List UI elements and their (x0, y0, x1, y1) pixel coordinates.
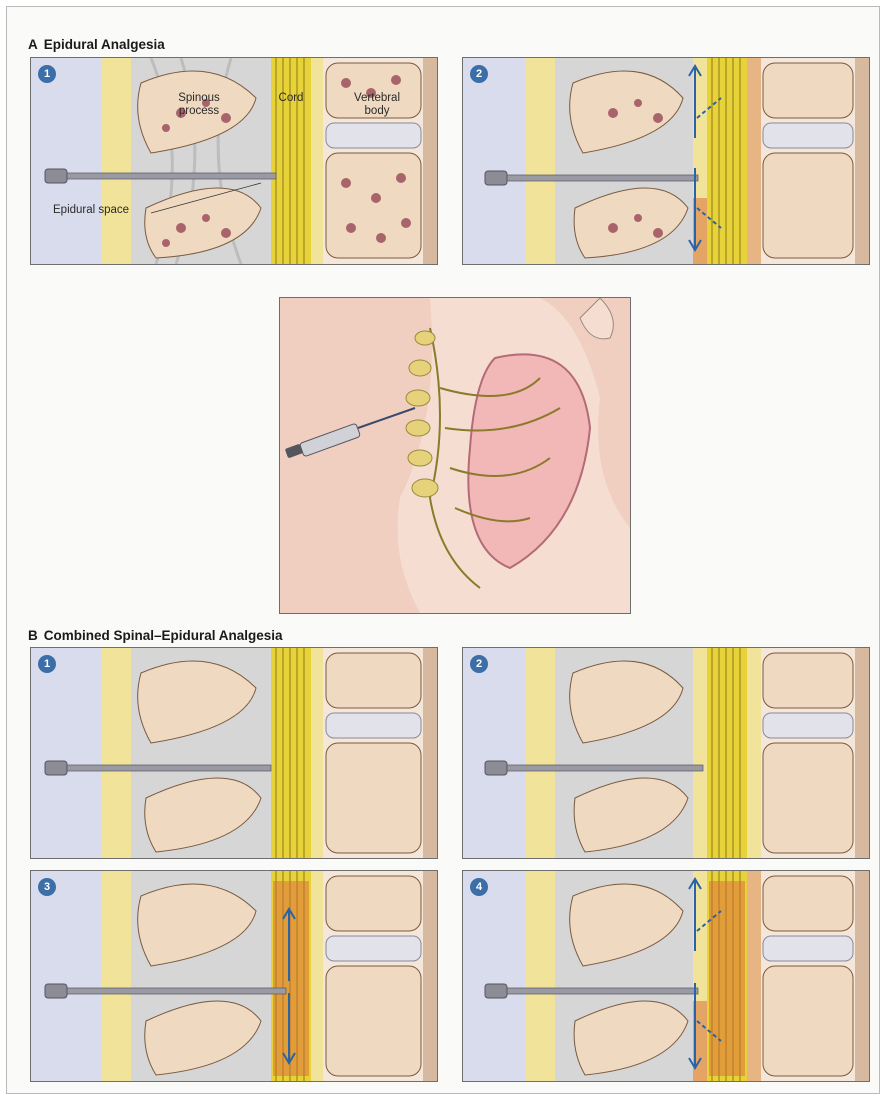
spine-section-illustration (31, 648, 437, 858)
spine-section-illustration (463, 648, 869, 858)
panel-a1: 1 (30, 57, 438, 265)
label-epidural-space: Epidural space (53, 204, 157, 217)
step-badge: 2 (470, 655, 488, 673)
step-badge: 3 (38, 878, 56, 896)
label-cord: Cord (273, 92, 309, 105)
spine-section-illustration (31, 58, 437, 264)
panel-b2: 2 (462, 647, 870, 859)
panel-b4: 4 (462, 870, 870, 1082)
maternal-anatomy-illustration (279, 297, 631, 614)
panel-b1: 1 (30, 647, 438, 859)
step-badge: 4 (470, 878, 488, 896)
spine-section-illustration (463, 871, 869, 1081)
step-badge: 1 (38, 655, 56, 673)
spine-section-illustration (31, 871, 437, 1081)
panel-b3: 3 (30, 870, 438, 1082)
step-badge: 1 (38, 65, 56, 83)
panel-a2: 2 (462, 57, 870, 265)
spine-section-illustration (463, 58, 869, 264)
step-badge: 2 (470, 65, 488, 83)
